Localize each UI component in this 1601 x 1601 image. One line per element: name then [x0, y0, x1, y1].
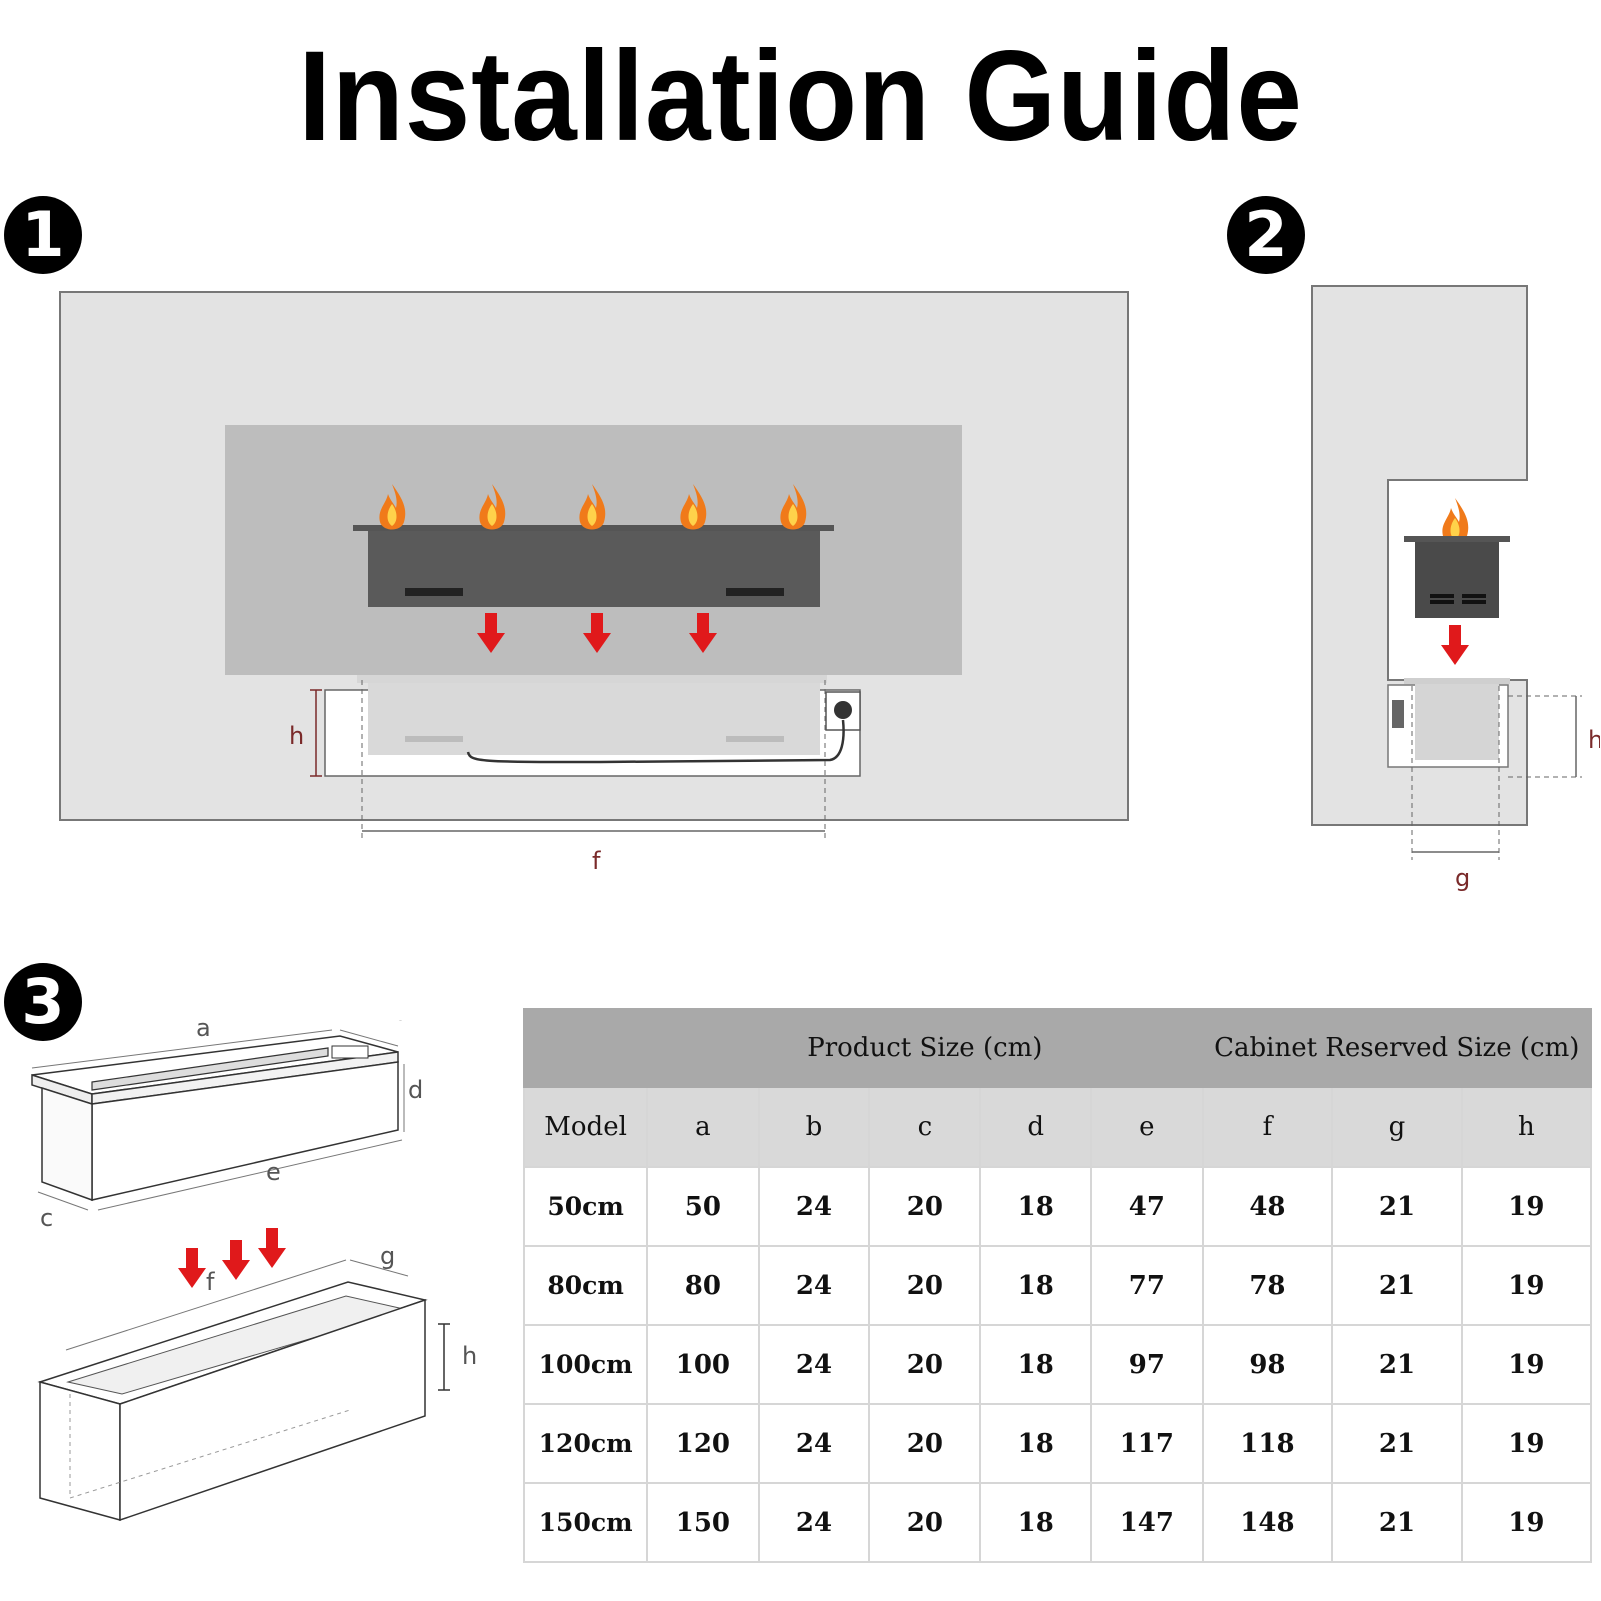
table-cell: 24 — [757, 1403, 871, 1484]
dimension-g-label: g — [380, 1242, 395, 1270]
table-header-c: c — [868, 1086, 982, 1168]
dimension-f-label: f — [592, 847, 601, 875]
burner-body — [1415, 542, 1499, 618]
table-cell: 18 — [979, 1403, 1093, 1484]
table-cell: 20 — [868, 1324, 982, 1405]
table-cell-model: 50cm — [522, 1166, 649, 1247]
table-cell: 20 — [868, 1166, 982, 1247]
table-cell: 20 — [868, 1245, 982, 1326]
table-cell: 150 — [646, 1482, 760, 1563]
table-cell: 19 — [1460, 1482, 1593, 1563]
table-cell: 47 — [1090, 1166, 1204, 1247]
table-cell: 18 — [979, 1324, 1093, 1405]
table-header-d: d — [979, 1086, 1093, 1168]
table-cell: 21 — [1331, 1245, 1463, 1326]
power-socket-icon — [1392, 700, 1404, 728]
table-group-header-blank — [522, 1008, 649, 1088]
table-cell: 80 — [646, 1245, 760, 1326]
dimension-h-label: h — [289, 722, 304, 750]
dimension-g-label: g — [1455, 864, 1470, 892]
dimension-a-label: a — [196, 1020, 211, 1042]
table-cell: 120 — [646, 1403, 760, 1484]
dimension-d-label: d — [408, 1076, 423, 1104]
table-cell-model: 120cm — [522, 1403, 649, 1484]
table-cell: 98 — [1201, 1324, 1334, 1405]
table-cell-model: 150cm — [522, 1482, 649, 1563]
table-cell: 19 — [1460, 1403, 1593, 1484]
dimension-e-label: e — [266, 1158, 281, 1186]
dimension-h-label: h — [462, 1342, 477, 1370]
table-header-model: Model — [522, 1086, 649, 1168]
size-table: Product Size (cm) Cabinet Reserved Size … — [522, 1008, 1593, 1563]
dimension-f-label: f — [206, 1268, 215, 1296]
table-cell: 19 — [1460, 1166, 1593, 1247]
table-header-a: a — [646, 1086, 760, 1168]
table-cell: 19 — [1460, 1245, 1593, 1326]
arrow-down-icon — [178, 1248, 206, 1288]
table-cell: 50 — [646, 1166, 760, 1247]
table-cell: 147 — [1090, 1482, 1204, 1563]
table-group-header-row: Product Size (cm) Cabinet Reserved Size … — [522, 1008, 1593, 1088]
table-cell: 24 — [757, 1324, 871, 1405]
table-cell: 18 — [979, 1482, 1093, 1563]
dimension-h-label: h — [1588, 726, 1600, 754]
table-column-header-row: Model a b c d e f g h — [522, 1086, 1593, 1168]
table-cell: 118 — [1201, 1403, 1334, 1484]
table-header-h: h — [1460, 1086, 1593, 1168]
table-cell: 20 — [868, 1482, 982, 1563]
table-cell: 18 — [979, 1245, 1093, 1326]
arrow-down-icon — [222, 1240, 250, 1280]
table-cell: 117 — [1090, 1403, 1204, 1484]
step-1-badge: 1 — [4, 196, 82, 274]
side-view-diagram: g h — [1311, 285, 1600, 892]
arrow-down-icon — [258, 1228, 286, 1268]
dimension-b-label: b — [392, 1020, 407, 1026]
table-group-header-product: Product Size (cm) — [646, 1008, 1204, 1088]
table-cell: 100 — [646, 1324, 760, 1405]
table-cell-model: 80cm — [522, 1245, 649, 1326]
table-cell: 21 — [1331, 1166, 1463, 1247]
burner-ghost — [368, 683, 820, 755]
power-cable — [466, 719, 845, 764]
table-cell: 97 — [1090, 1324, 1204, 1405]
isometric-diagram: a b d e c f g h — [31, 1020, 477, 1522]
front-view-diagram: h f — [59, 291, 1129, 875]
table-cell: 24 — [757, 1245, 871, 1326]
table-cell: 77 — [1090, 1245, 1204, 1326]
page-title: Installation Guide — [298, 25, 1303, 168]
step-3-badge: 3 — [4, 963, 82, 1041]
table-cell: 148 — [1201, 1482, 1334, 1563]
table-cell: 21 — [1331, 1324, 1463, 1405]
table-cell: 24 — [757, 1166, 871, 1247]
table-header-e: e — [1090, 1086, 1204, 1168]
table-cell: 21 — [1331, 1482, 1463, 1563]
table-cell: 21 — [1331, 1403, 1463, 1484]
table-cell: 19 — [1460, 1324, 1593, 1405]
table-cell: 20 — [868, 1403, 982, 1484]
dimension-c-label: c — [40, 1204, 53, 1232]
arrow-down-icon — [1441, 625, 1469, 665]
table-cell-model: 100cm — [522, 1324, 649, 1405]
step-2-badge: 2 — [1227, 196, 1305, 274]
table-header-b: b — [757, 1086, 871, 1168]
table-cell: 78 — [1201, 1245, 1334, 1326]
table-cell: 48 — [1201, 1166, 1334, 1247]
table-header-f: f — [1201, 1086, 1334, 1168]
table-cell: 24 — [757, 1482, 871, 1563]
table-group-header-cabinet: Cabinet Reserved Size (cm) — [1201, 1008, 1593, 1088]
table-header-g: g — [1331, 1086, 1463, 1168]
table-cell: 18 — [979, 1166, 1093, 1247]
